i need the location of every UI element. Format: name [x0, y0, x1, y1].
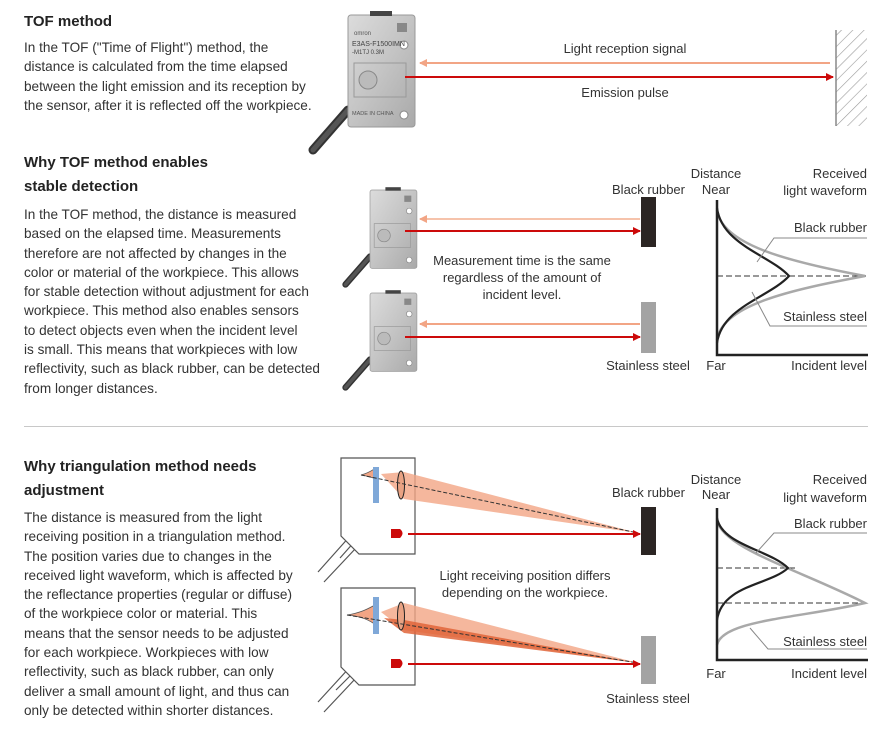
- svg-text:Distance: Distance: [691, 472, 742, 487]
- svg-text:-M1TJ 0.3M: -M1TJ 0.3M: [352, 50, 384, 56]
- svg-text:E3AS-F1500IMN: E3AS-F1500IMN: [352, 41, 405, 48]
- svg-text:Black rubber: Black rubber: [612, 485, 686, 500]
- svg-text:Black rubber: Black rubber: [794, 516, 868, 531]
- triangulation-sensor-2: [317, 587, 641, 713]
- svg-text:Light receiving position diffe: Light receiving position differs: [439, 568, 611, 583]
- emission-label: Emission pulse: [581, 85, 668, 100]
- svg-text:Stainless steel: Stainless steel: [606, 358, 690, 373]
- waveform-graph-tof: Distance Near Far Received light wavefor…: [691, 166, 868, 373]
- svg-text:Stainless steel: Stainless steel: [783, 634, 867, 649]
- svg-text:Stainless steel: Stainless steel: [783, 309, 867, 324]
- black-rubber-curve: [715, 207, 791, 344]
- tof-sensor-photo: omron E3AS-F1500IMN -M1TJ 0.3M MADE IN C…: [313, 11, 415, 150]
- stainless-steel-curve: [715, 209, 866, 341]
- svg-text:depending on the workpiece.: depending on the workpiece.: [442, 585, 608, 600]
- workpiece-wall: [836, 30, 867, 126]
- svg-text:Black rubber: Black rubber: [794, 220, 868, 235]
- sensor-photo-1: [346, 187, 417, 284]
- svg-text:Incident level: Incident level: [791, 666, 867, 681]
- stainless-steel-workpiece: [641, 302, 656, 353]
- svg-text:Black rubber: Black rubber: [612, 182, 686, 197]
- svg-text:Received: Received: [813, 472, 867, 487]
- svg-text:light waveform: light waveform: [783, 183, 867, 198]
- reception-label: Light reception signal: [564, 41, 687, 56]
- svg-text:MADE IN CHINA: MADE IN CHINA: [352, 111, 394, 117]
- svg-text:Received: Received: [813, 166, 867, 181]
- black-rubber-workpiece-2: [641, 507, 656, 555]
- svg-text:omron: omron: [354, 31, 371, 37]
- svg-text:Far: Far: [706, 666, 726, 681]
- waveform-graph-triangulation: Distance Near Far Received light wavefor…: [691, 472, 869, 681]
- svg-text:light waveform: light waveform: [783, 490, 867, 505]
- tof-method-text: In the TOF ("Time of Flight") method, th…: [24, 40, 312, 113]
- svg-text:Stainless steel: Stainless steel: [606, 691, 690, 706]
- stainless-steel-workpiece-2: [641, 636, 656, 684]
- triangulation-sensor-1: [317, 457, 641, 583]
- svg-text:Distance: Distance: [691, 166, 742, 181]
- svg-text:incident level.: incident level.: [483, 287, 562, 302]
- sensor-photo-2: [346, 290, 417, 387]
- section-divider: [24, 426, 868, 427]
- svg-text:Near: Near: [702, 487, 731, 502]
- tof-method-heading: TOF method: [24, 13, 113, 30]
- svg-text:Incident level: Incident level: [791, 358, 867, 373]
- svg-text:Measurement time is the same: Measurement time is the same: [433, 253, 611, 268]
- stable-detection-text: In the TOF method, the distance is measu…: [24, 207, 320, 396]
- svg-text:Near: Near: [702, 182, 731, 197]
- svg-text:regardless of the amount of: regardless of the amount of: [443, 270, 602, 285]
- black-rubber-workpiece: [641, 197, 656, 247]
- svg-text:Far: Far: [706, 358, 726, 373]
